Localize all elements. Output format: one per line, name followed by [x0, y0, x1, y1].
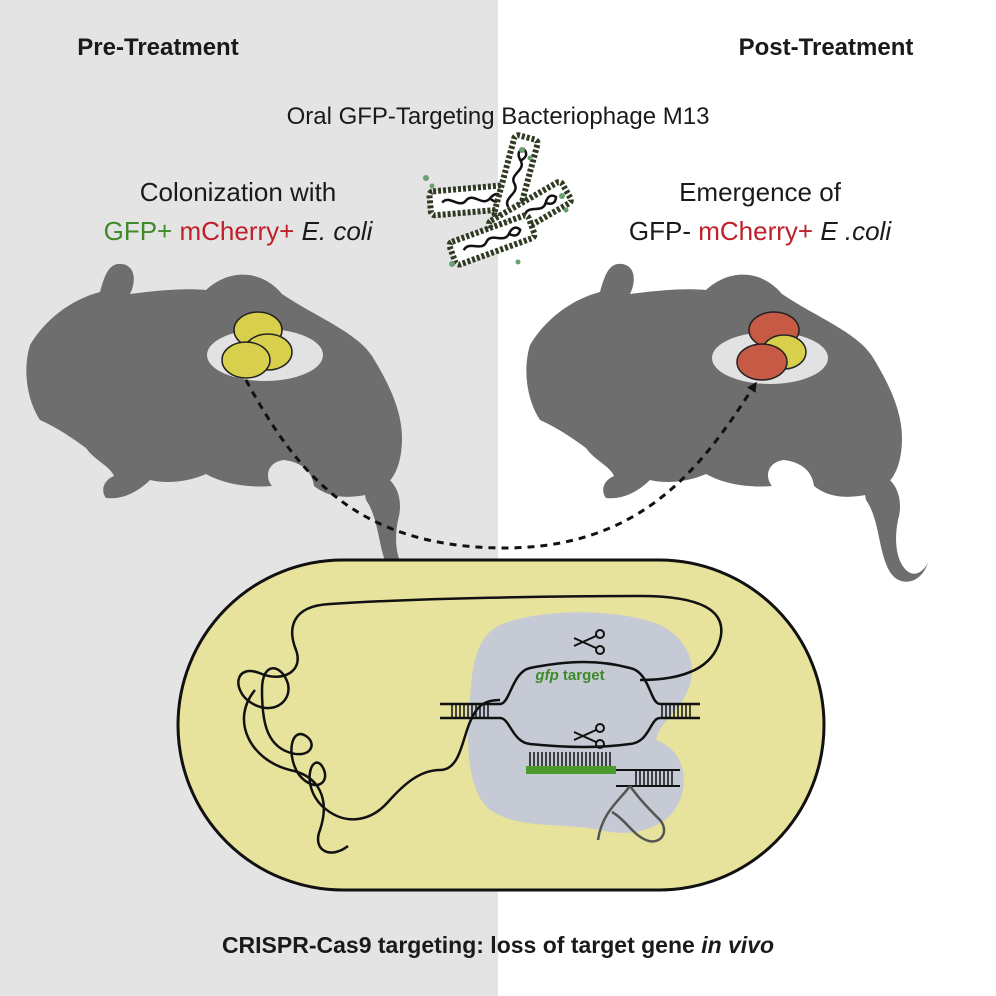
phage-particle-icon [423, 134, 572, 267]
species-label-left: E. coli [302, 216, 374, 246]
dashed-arrow [244, 379, 757, 550]
bacteria-red-2 [736, 343, 788, 381]
left-caption-line2: GFP+ mCherry+ E. coli [104, 216, 374, 246]
species-label-right: E .coli [820, 216, 892, 246]
chromosome-dna [237, 594, 723, 821]
footer-caption: CRISPR-Cas9 targeting: loss of target ge… [222, 932, 774, 958]
guide-rna [526, 752, 680, 843]
gfp-word: gfp [534, 667, 558, 684]
base-pair-ticks-left [451, 704, 489, 718]
phage-label: Oral GFP-Targeting Bacteriophage M13 [287, 103, 710, 130]
gfp-target-label: gfp target [534, 667, 604, 684]
grna-spacer [526, 766, 616, 774]
bacterium-cell: gfp target [176, 558, 826, 892]
dna-top-strand [440, 660, 700, 706]
mouse-pre-treatment [26, 263, 428, 582]
footer-italic-text: in vivo [701, 932, 774, 958]
right-caption-line2: GFP- mCherry+ E .coli [629, 216, 892, 246]
mcherry-plus-label-right: mCherry+ [698, 216, 813, 246]
left-caption-line1: Colonization with [140, 177, 337, 207]
base-pair-ticks-right [661, 704, 691, 718]
scissors-icon-lower [573, 723, 605, 749]
dna-bottom-strand [440, 716, 700, 749]
post-treatment-heading: Post-Treatment [739, 34, 914, 61]
pre-treatment-heading: Pre-Treatment [77, 34, 238, 61]
gfp-minus-label: GFP- [629, 216, 691, 246]
footer-main-text: CRISPR-Cas9 targeting: loss of target ge… [222, 932, 695, 958]
mouse-post-treatment [526, 263, 928, 582]
right-caption-line1: Emergence of [679, 177, 842, 207]
nucleoid-region [468, 612, 693, 833]
bacteria-yellow-3 [221, 341, 271, 379]
gfp-plus-label: GFP+ [104, 216, 173, 246]
mcherry-plus-label-left: mCherry+ [179, 216, 294, 246]
target-word: target [563, 667, 605, 684]
scissors-icon [573, 629, 605, 655]
